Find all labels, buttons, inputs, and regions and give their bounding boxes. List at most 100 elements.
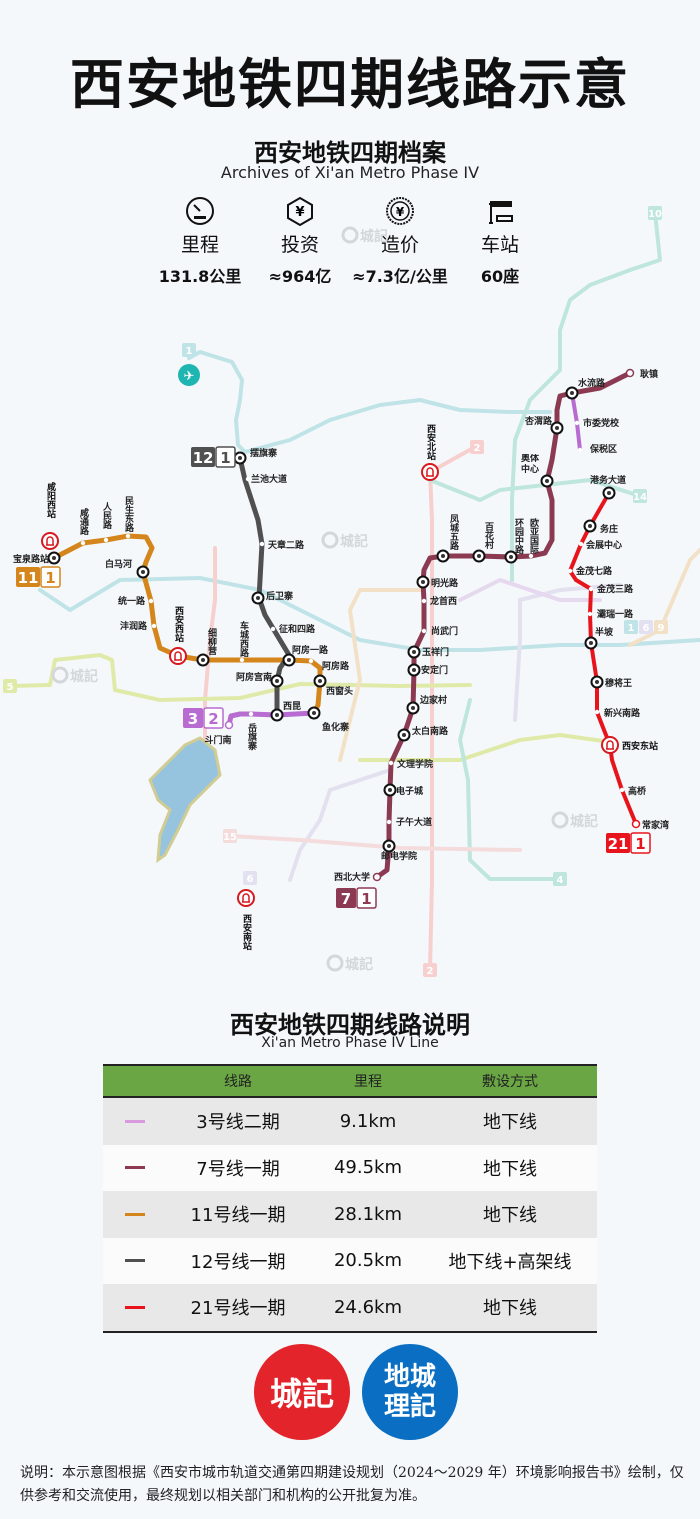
station-label: 耿镇 (640, 368, 658, 380)
train-icon (426, 467, 434, 477)
archive-subtitle: Archives of Xi'an Metro Phase IV (220, 163, 480, 182)
stat-value: ≈964亿 (268, 267, 332, 286)
railway-station-label: 咸阳西站 (45, 481, 56, 519)
transfer-station-dot (275, 679, 279, 683)
transfer-station-dot (388, 788, 392, 792)
table-header: 线路 里程 敷设方式 (103, 1066, 597, 1098)
transfer-station-dot (287, 658, 291, 662)
station-dot (308, 658, 314, 664)
train-icon (242, 893, 250, 903)
station-label: 边家村 (419, 694, 447, 706)
background-metro-line (338, 588, 422, 762)
station-dot (259, 541, 265, 547)
background-metro-line (8, 653, 472, 702)
railway-station-label: 西安西站 (173, 606, 184, 643)
metro-line-12 (237, 455, 292, 718)
background-line-badge (639, 620, 653, 634)
background-line-number: 2 (427, 966, 434, 977)
station-label: 金茂三路 (596, 583, 634, 595)
background-metro-line (228, 834, 522, 852)
station-dot (386, 819, 392, 825)
bus-stop-icon (489, 201, 513, 224)
logo-text-1: 地城 (383, 1362, 436, 1392)
station-label: 宝泉路站 (13, 553, 49, 565)
transfer-station-dot (421, 580, 425, 584)
station-dot (239, 657, 245, 663)
table-row: 12号线一期 20.5km 地下线+高架线 (103, 1237, 597, 1284)
railway-station-icon (601, 736, 619, 754)
transfer-station-dot (607, 491, 611, 495)
station-dot (577, 447, 583, 453)
station-label: 欧亚国际 (528, 517, 539, 555)
line-type: 地下线 (483, 1158, 537, 1180)
station-dot (574, 420, 580, 426)
station-dot (248, 711, 254, 717)
logo-text-2: 理記 (383, 1392, 436, 1422)
railway-station-icon (169, 647, 187, 665)
metro-line-11 (51, 533, 323, 716)
line-number: 7 (341, 890, 351, 908)
transfer-station-dot (570, 391, 574, 395)
station-label: 太白南路 (411, 725, 449, 737)
lines-table-title: 西安地铁四期线路说明 (230, 1010, 470, 1039)
yuan-hexagon-icon: ¥ (287, 196, 313, 226)
station-label: 咸通路 (78, 507, 89, 536)
line-badge-7 (336, 888, 356, 908)
stat-cost: ¥ 造价 ≈7.3亿/公里 (350, 196, 450, 287)
lines-table: 线路 里程 敷设方式 3号线二期 9.1km 地下线 7号线一期 49.5km … (103, 1064, 597, 1333)
line-length: 24.6km (333, 1296, 403, 1318)
railway-station-label: 西安北站 (425, 424, 436, 461)
watermark: 城記 (345, 956, 373, 973)
station-label: 金茂七路 (575, 565, 613, 577)
train-icon (174, 651, 182, 661)
background-line-badge (182, 343, 196, 357)
station-label: 明光路 (431, 577, 459, 589)
line-color-swatch (125, 1212, 145, 1216)
page-title: 西安地铁四期线路示意 (70, 53, 630, 116)
background-line-badge (633, 489, 647, 503)
background-line-number: 1 (186, 346, 193, 357)
background-metro-line (513, 583, 622, 722)
lines-table-subtitle: Xi'an Metro Phase IV Line (261, 1035, 439, 1051)
station-label: 征和四路 (279, 623, 316, 635)
transfer-station-dot (412, 668, 416, 672)
line-name: 7号线一期 (196, 1158, 280, 1180)
station-label: 杏渭路 (525, 415, 553, 427)
stat-length: 里程 131.8公里 (150, 196, 250, 287)
watermark: 城記 (360, 228, 388, 245)
station-dot (619, 787, 625, 793)
station-label: 龙首西 (429, 595, 457, 607)
phase-number: 2 (208, 710, 218, 728)
terminal-station-icon (625, 368, 635, 378)
watermark-logo-icon (326, 954, 344, 972)
station-dot (388, 760, 394, 766)
line-number: 12 (193, 449, 214, 467)
line-type: 地下线 (483, 1205, 537, 1227)
background-line-badge (654, 620, 668, 634)
line-type: 地下线+高架线 (448, 1251, 572, 1273)
station-label: 西北大学 (334, 871, 370, 883)
line-color-swatch (125, 1259, 145, 1263)
background-line-badge (624, 620, 638, 634)
background-line-badge (243, 871, 257, 885)
logo-dichengliji: 地城 理記 (362, 1344, 458, 1440)
background-line-badge (648, 206, 662, 220)
background-line-badge (553, 872, 567, 886)
transfer-station-dot (588, 524, 592, 528)
station-label: 安定门 (421, 664, 448, 676)
logo-chengji: 城記 (254, 1344, 350, 1440)
station-label: 统一路 (118, 595, 146, 607)
transfer-station-dot (545, 479, 549, 483)
header-type: 敷设方式 (482, 1074, 538, 1090)
header-line: 线路 (224, 1074, 252, 1090)
transfer-station-dot (589, 641, 593, 645)
stat-value: ≈7.3亿/公里 (352, 267, 448, 286)
line-number: 11 (18, 569, 39, 587)
transfer-station-dot (201, 658, 205, 662)
watermark-logo-icon (341, 226, 359, 244)
logo-text: 城記 (269, 1375, 334, 1413)
station-dot (80, 540, 86, 546)
transfer-station-dot (412, 650, 416, 654)
line-type: 地下线 (483, 1112, 537, 1134)
background-line-number: 2 (474, 443, 481, 454)
